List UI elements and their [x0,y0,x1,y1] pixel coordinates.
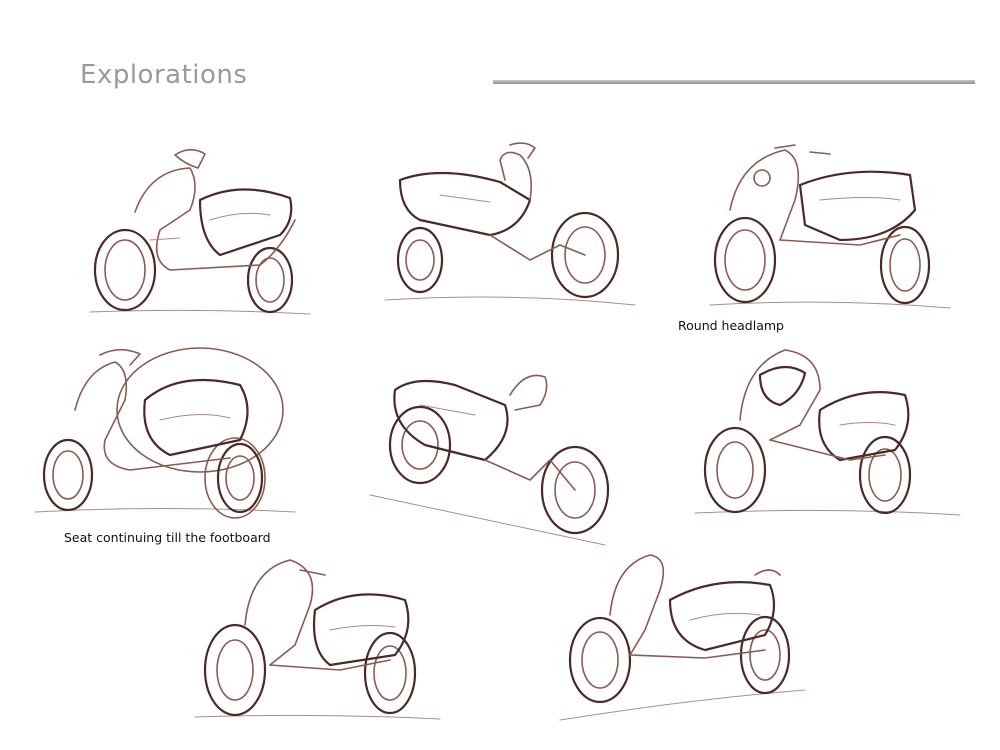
scooter-sketch-4 [34,347,296,519]
scooter-sketch-5 [369,374,610,546]
page-title: Explorations [80,60,248,90]
seat-highlight-circle [116,347,284,473]
caption-round-headlamp: Round headlamp [678,318,784,333]
scooter-sketch-6 [694,349,961,516]
scooter-sketch-7 [194,559,441,720]
scooter-sketch-2 [384,142,636,306]
title-divider [493,80,975,84]
scooter-sketch-3 [709,144,951,309]
caption-seat-continuing: Seat continuing till the footboard [64,530,271,545]
scooter-sketch-8 [559,554,806,721]
scooter-sketch-1 [89,148,311,315]
